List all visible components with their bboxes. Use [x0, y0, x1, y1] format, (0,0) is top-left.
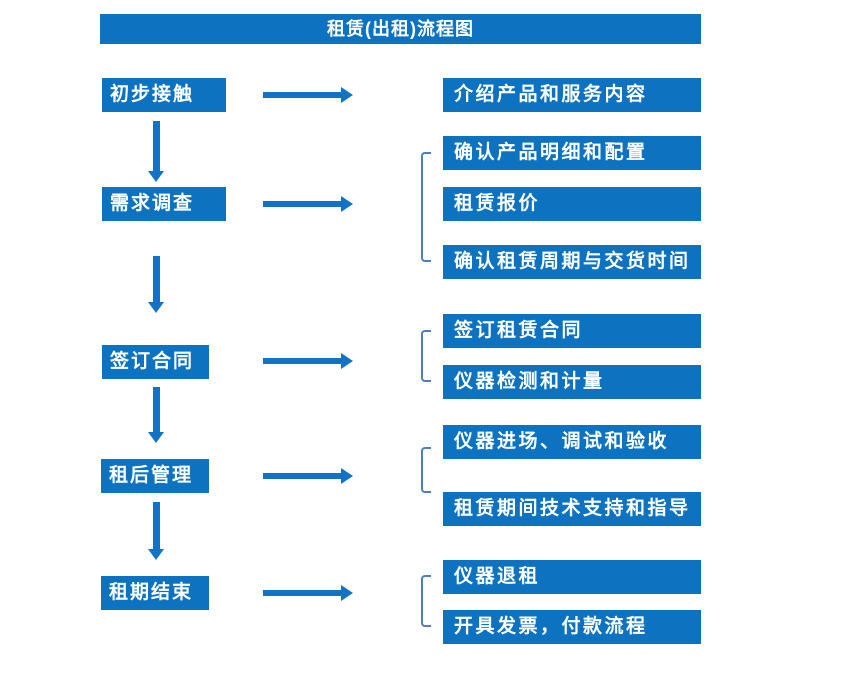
right-arrow-shaft — [263, 92, 341, 98]
stage-box-demand-survey: 需求调查 — [102, 187, 226, 221]
down-arrow-3 — [148, 387, 164, 443]
right-arrow-shaft — [263, 201, 341, 207]
bracket-sign-contract-group — [421, 330, 431, 382]
down-arrow-head — [148, 432, 164, 443]
detail-box-rental-quote: 租赁报价 — [443, 187, 701, 221]
detail-box-instrument-setup: 仪器进场、调试和验收 — [443, 425, 701, 459]
down-arrow-shaft — [152, 387, 160, 432]
right-arrow-1 — [263, 87, 353, 103]
down-arrow-2 — [148, 256, 164, 313]
bracket-demand-survey-group — [421, 152, 431, 262]
down-arrow-head — [148, 302, 164, 313]
detail-box-confirm-period: 确认租赁周期与交货时间 — [443, 245, 701, 279]
down-arrow-shaft — [152, 502, 160, 549]
right-arrow-4 — [263, 468, 353, 484]
bracket-lease-end-group — [421, 575, 431, 627]
detail-box-instrument-testing: 仪器检测和计量 — [443, 365, 701, 399]
right-arrow-shaft — [263, 473, 341, 479]
right-arrow-5 — [263, 585, 353, 601]
detail-box-introduce-products: 介绍产品和服务内容 — [443, 78, 701, 112]
detail-box-instrument-return: 仪器退租 — [443, 560, 701, 594]
stage-box-sign-contract: 签订合同 — [102, 345, 209, 379]
down-arrow-4 — [148, 502, 164, 560]
right-arrow-2 — [263, 196, 353, 212]
detail-box-confirm-details: 确认产品明细和配置 — [443, 136, 701, 170]
right-arrow-head — [341, 196, 353, 212]
right-arrow-shaft — [263, 590, 341, 596]
right-arrow-shaft — [263, 358, 341, 364]
right-arrow-head — [341, 87, 353, 103]
down-arrow-shaft — [152, 121, 160, 171]
right-arrow-3 — [263, 353, 353, 369]
down-arrow-head — [148, 549, 164, 560]
down-arrow-head — [148, 171, 164, 182]
down-arrow-1 — [148, 121, 164, 182]
flowchart-title: 租赁(出租)流程图 — [100, 14, 701, 44]
right-arrow-head — [341, 585, 353, 601]
stage-box-post-rental: 租后管理 — [101, 459, 209, 493]
stage-box-lease-end: 租期结束 — [101, 576, 209, 610]
down-arrow-shaft — [152, 256, 160, 302]
right-arrow-head — [341, 353, 353, 369]
detail-box-tech-support: 租赁期间技术支持和指导 — [443, 492, 701, 526]
right-arrow-head — [341, 468, 353, 484]
bracket-post-rental-group — [421, 447, 431, 493]
detail-box-sign-rental-contract: 签订租赁合同 — [443, 314, 701, 348]
detail-box-invoice-payment: 开具发票，付款流程 — [443, 610, 701, 644]
stage-box-initial-contact: 初步接触 — [102, 78, 226, 112]
